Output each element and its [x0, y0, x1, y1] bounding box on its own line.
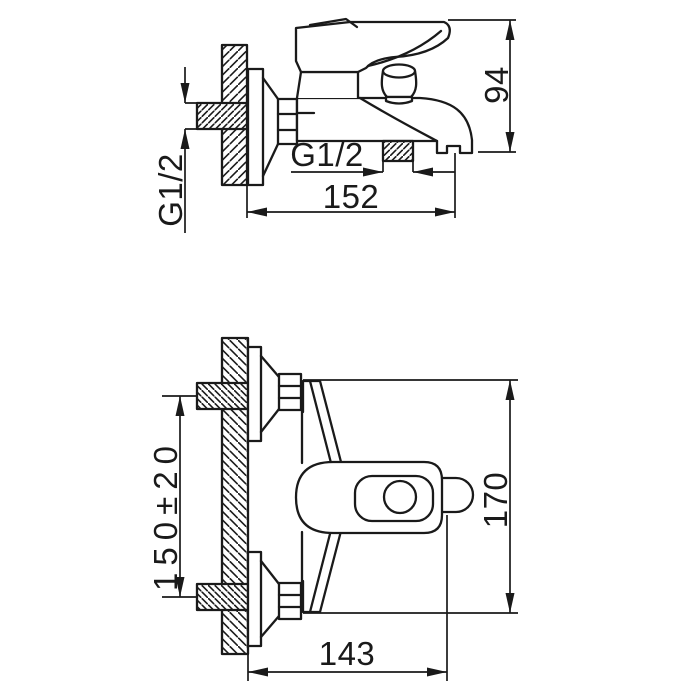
pipe-section	[195, 101, 249, 131]
dim-94-label: 94	[478, 66, 515, 104]
dim-150-20: 150±20	[147, 396, 185, 597]
handle-button	[382, 479, 418, 515]
shower-port	[381, 139, 415, 172]
pipe-section-bottom	[162, 582, 250, 612]
dim-94: 94	[448, 19, 516, 153]
side-view: G1/2 94 G1/2 152	[152, 17, 516, 233]
handle-hub	[294, 460, 444, 535]
cartridge	[295, 70, 360, 99]
dim-143: 143	[247, 515, 448, 681]
lever-handle	[294, 17, 451, 74]
dim-g12-shower: G1/2	[290, 136, 456, 218]
eccentric-connector	[246, 67, 299, 187]
dim-170: 170	[303, 379, 518, 614]
eccentric-connector-top	[246, 345, 303, 443]
pipe-section-top	[162, 381, 250, 411]
faucet-body	[295, 96, 474, 155]
dim-143-label: 143	[319, 635, 376, 672]
faucet-body-front	[300, 379, 343, 614]
dim-152-label: 152	[323, 178, 380, 215]
front-view: 150±20 170 143	[147, 336, 518, 681]
dim-g12-shower-label: G1/2	[290, 136, 364, 173]
dim-g12-pipe-label: G1/2	[152, 153, 189, 227]
eccentric-connector-bottom	[246, 550, 303, 648]
diverter-knob	[380, 63, 418, 105]
dim-170-label: 170	[477, 472, 514, 529]
dim-152: 152	[246, 178, 455, 218]
dim-g12-pipe: G1/2	[152, 67, 197, 233]
spout	[358, 96, 439, 143]
dim-150-20-label: 150±20	[147, 439, 184, 591]
